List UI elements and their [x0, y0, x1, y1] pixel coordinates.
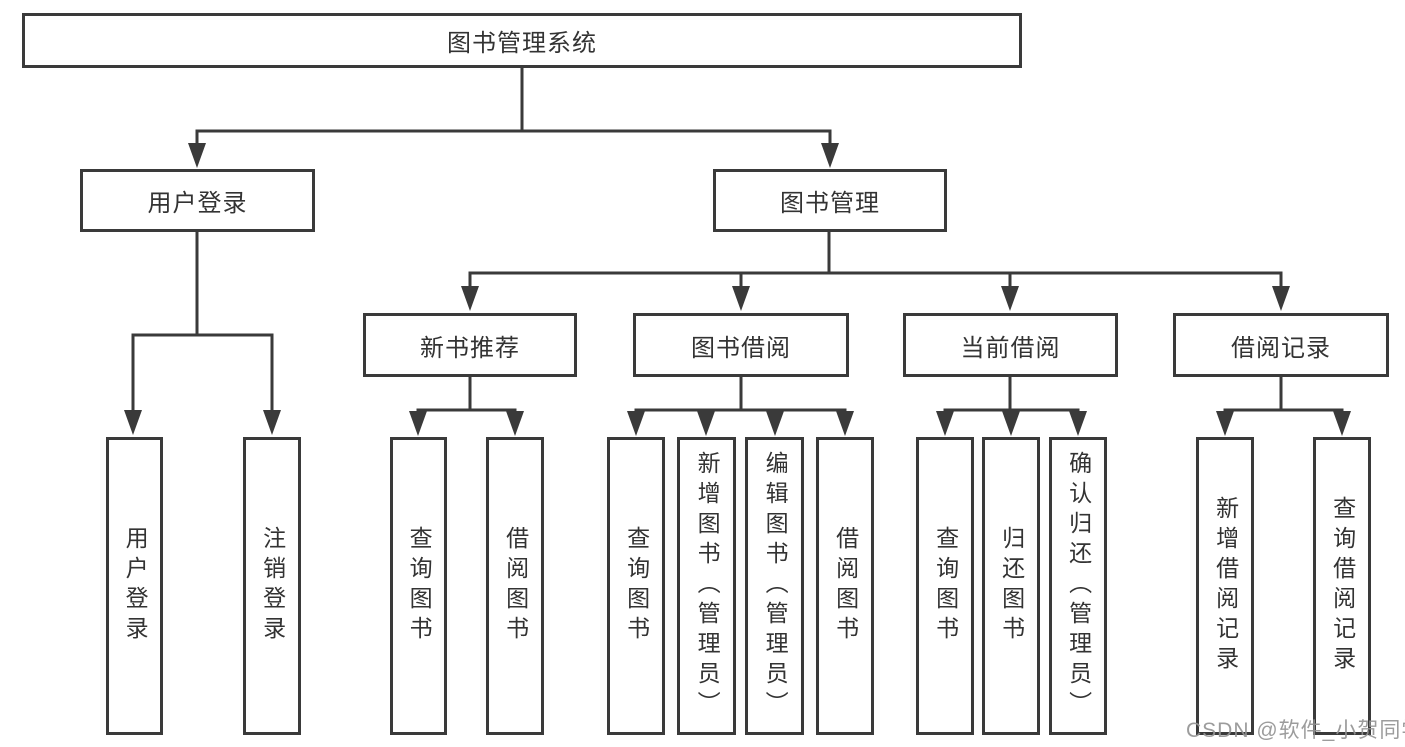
connector-root: [195, 68, 832, 148]
node-book-management: 图书管理: [713, 169, 947, 232]
leaf-query-books-borrow: 查询图书: [607, 437, 665, 735]
connector-borrow-records: [1223, 377, 1344, 417]
node-new-book-recommend: 新书推荐: [363, 313, 577, 377]
connector-book-borrow: [634, 377, 847, 417]
connector-user-login: [131, 232, 274, 414]
leaf-add-books-admin: 新增图书（管理员）: [677, 437, 736, 735]
leaf-user-login: 用户登录: [106, 437, 163, 735]
leaf-query-books-recommend: 查询图书: [390, 437, 447, 735]
leaf-edit-books-admin: 编辑图书（管理员）: [745, 437, 804, 735]
connector-book-management: [468, 232, 1283, 290]
csdn-watermark: CSDN @软件_小贺同学: [1186, 719, 1405, 742]
leaf-borrow-books-recommend: 借阅图书: [486, 437, 544, 735]
leaf-query-borrow-record: 查询借阅记录: [1313, 437, 1371, 735]
node-borrow-records: 借阅记录: [1173, 313, 1389, 377]
connector-lines: [131, 68, 1344, 417]
node-book-borrow: 图书借阅: [633, 313, 849, 377]
leaf-logout: 注销登录: [243, 437, 301, 735]
leaf-confirm-return-admin: 确认归还（管理员）: [1049, 437, 1107, 735]
leaf-borrow-books: 借阅图书: [816, 437, 874, 735]
leaf-query-books-current: 查询图书: [916, 437, 974, 735]
connector-new-book-recommend: [416, 377, 517, 417]
leaf-add-borrow-record: 新增借阅记录: [1196, 437, 1254, 735]
node-current-borrow: 当前借阅: [903, 313, 1118, 377]
node-library-management-system: 图书管理系统: [22, 13, 1022, 68]
node-user-login: 用户登录: [80, 169, 315, 232]
leaf-return-books: 归还图书: [982, 437, 1040, 735]
